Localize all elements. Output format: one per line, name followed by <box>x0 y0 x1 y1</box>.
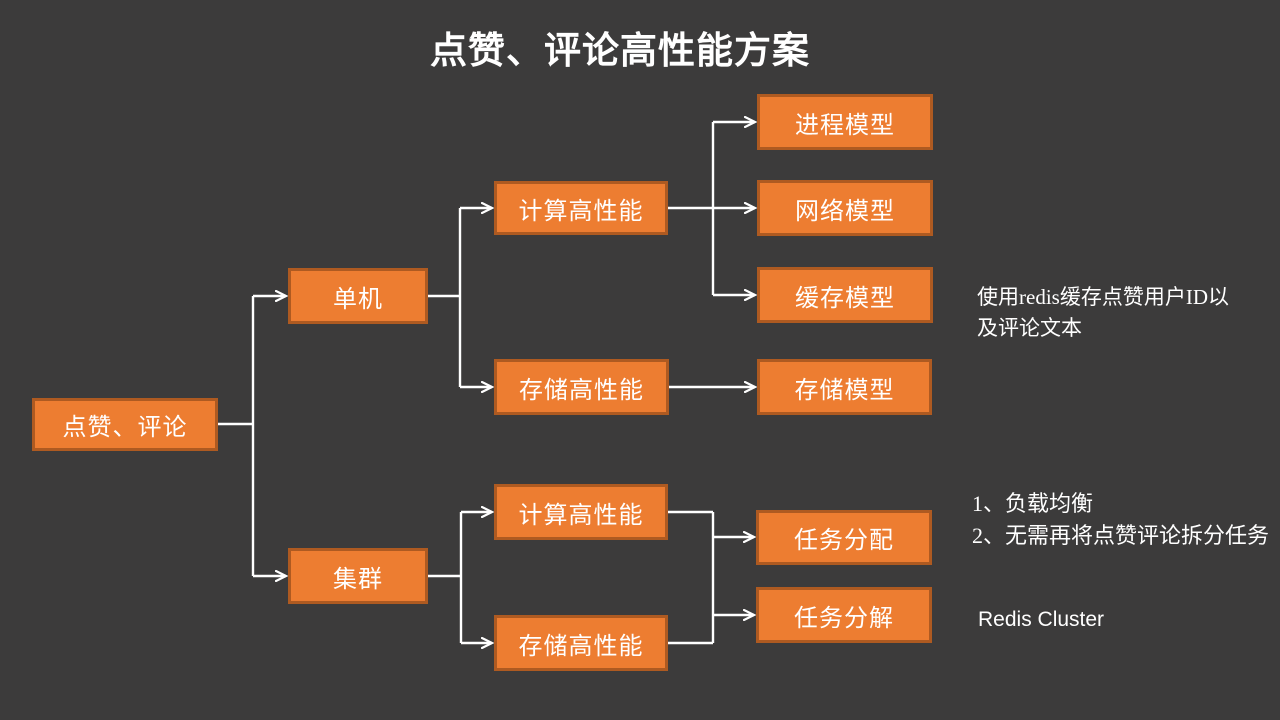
node-single-machine: 单机 <box>288 268 428 324</box>
node-storage-model: 存储模型 <box>757 359 932 415</box>
node-task-assignment: 任务分配 <box>756 510 932 565</box>
cluster-benefits-note: 1、负载均衡 2、无需再将点赞评论拆分任务 <box>972 488 1280 552</box>
redis-cluster-label: Redis Cluster <box>978 608 1105 631</box>
redis-cache-note: 使用redis缓存点赞用户ID以 及评论文本 <box>977 282 1280 344</box>
redis-cache-note-line1: 使用redis缓存点赞用户ID以 <box>977 285 1229 309</box>
redis-cache-note-line2: 及评论文本 <box>977 316 1082 340</box>
node-process-model: 进程模型 <box>757 94 933 150</box>
node-single-compute-performance: 计算高性能 <box>494 181 668 235</box>
node-likes-comments: 点赞、评论 <box>32 398 218 451</box>
node-cache-model: 缓存模型 <box>757 267 933 323</box>
node-cluster-storage-performance: 存储高性能 <box>494 615 668 671</box>
node-task-decomposition: 任务分解 <box>756 587 932 643</box>
node-network-model: 网络模型 <box>757 180 933 236</box>
cluster-benefits-note-line1: 1、负载均衡 <box>972 491 1094 516</box>
node-single-storage-performance: 存储高性能 <box>494 359 669 415</box>
cluster-benefits-note-line2: 2、无需再将点赞评论拆分任务 <box>972 523 1270 548</box>
node-cluster-compute-performance: 计算高性能 <box>494 484 668 540</box>
node-cluster: 集群 <box>288 548 428 604</box>
slide-title: 点赞、评论高性能方案 <box>430 30 810 71</box>
